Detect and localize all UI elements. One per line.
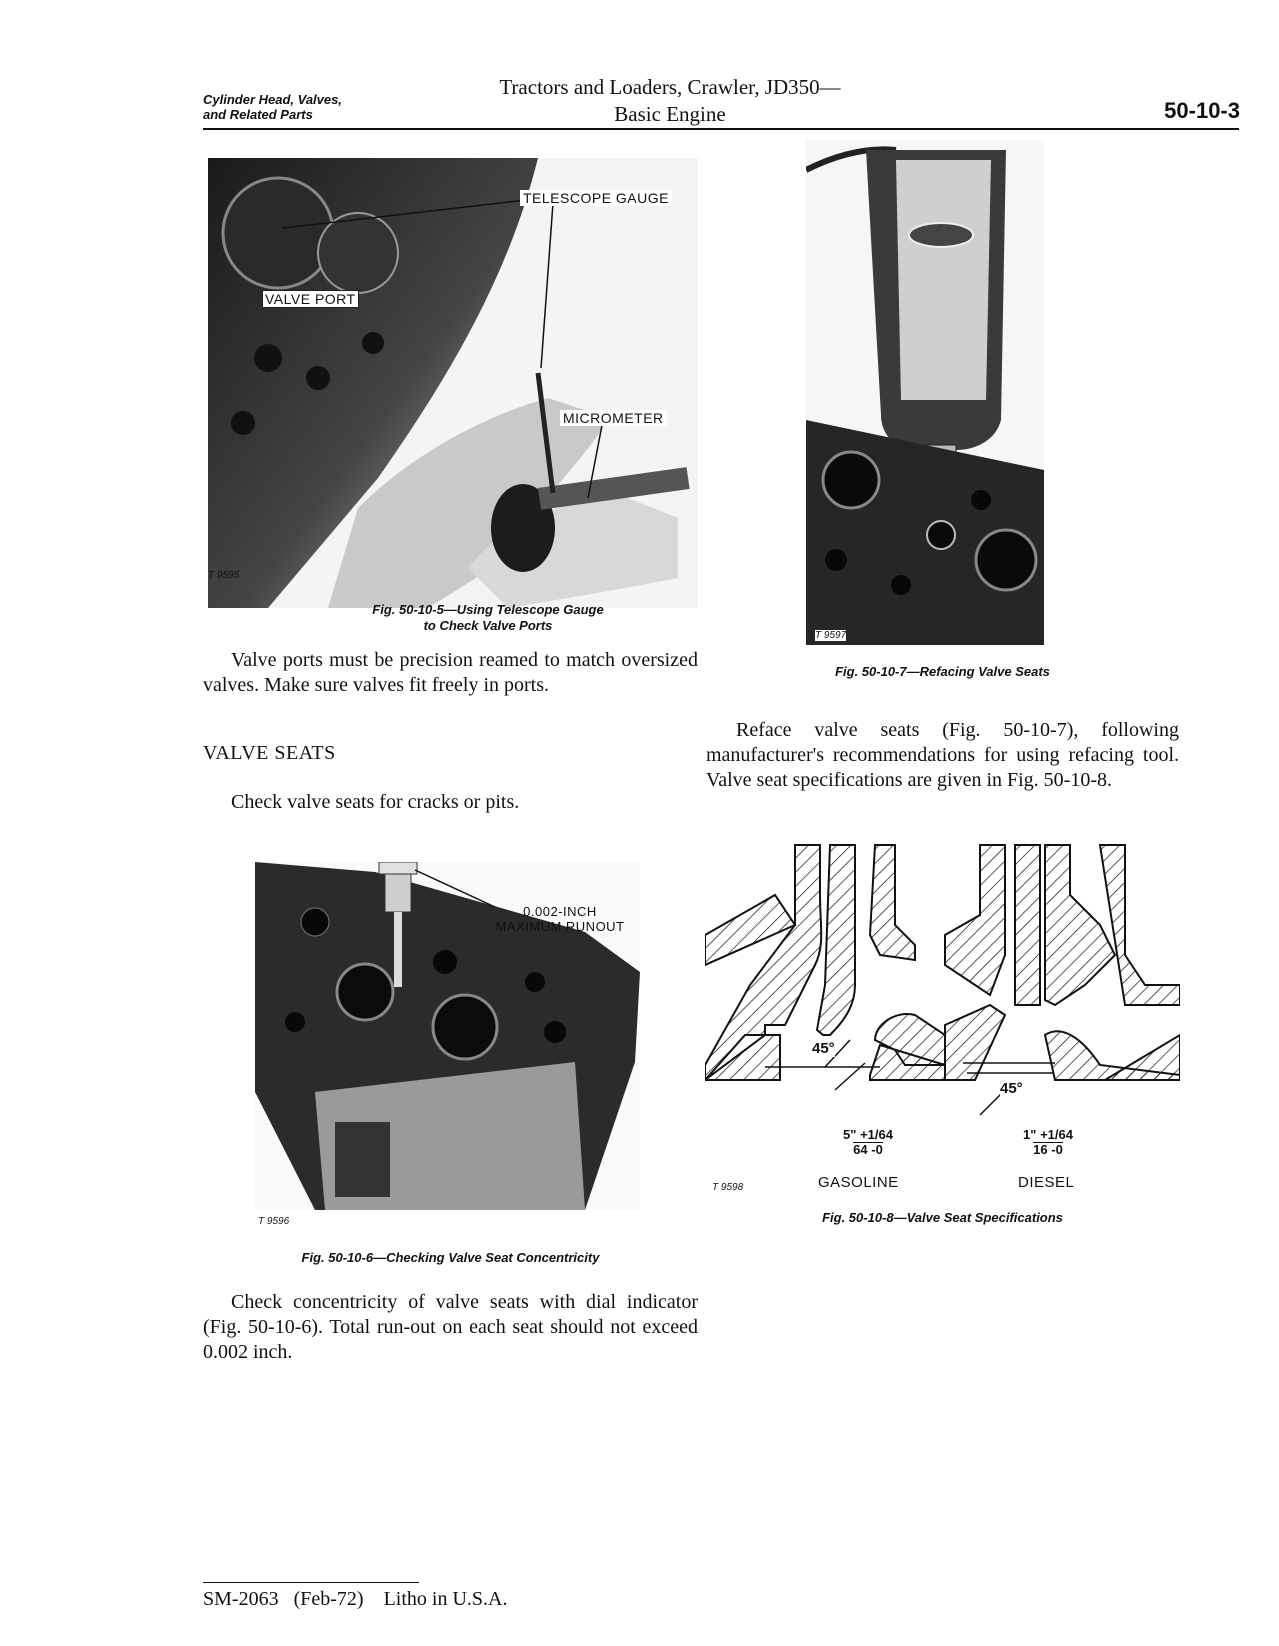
footer: SM-2063 (Feb-72) Litho in U.S.A. [203,1588,507,1611]
angle-gasoline: 45° [812,1040,835,1057]
dim-diesel-num: 1" [1023,1127,1037,1142]
fig8-caption: Fig. 50-10-8—Valve Seat Specifications [822,1210,1063,1225]
dim-gasoline-tol-minus: -0 [871,1142,883,1157]
dim-diesel-tol-minus: -0 [1051,1142,1063,1157]
fig7-code: T 9597 [815,630,847,641]
label-gasoline: GASOLINE [818,1174,899,1191]
fig5-code: T 9595 [208,570,240,581]
dim-diesel: 1" +1/64 16 -0 [1018,1128,1078,1157]
fig5-caption-line2: to Check Valve Ports [423,618,553,633]
footer-code: SM-2063 [203,1588,279,1610]
dim-diesel-tol-plus: +1/64 [1040,1127,1073,1142]
fig5-caption-line1: Fig. 50-10-5—Using Telescope Gauge [372,602,604,617]
label-diesel: DIESEL [1018,1174,1075,1191]
label-telescope-gauge: TELESCOPE GAUGE [520,190,672,206]
label-max-runout: 0.002-INCH MAXIMUM RUNOUT [480,904,640,934]
fig-valve-seat-diagram [702,835,1181,1125]
gasoline-section [702,844,946,1083]
page-title-line2: Basic Engine [614,102,726,126]
fig-refacing-photo [806,140,1044,645]
para-reface: Reface valve seats (Fig. 50-10-7), follo… [706,719,1179,791]
para-valve-ports: Valve ports must be precision reamed to … [203,649,698,696]
heading-valve-seats: VALVE SEATS [203,742,336,764]
dim-diesel-den: 16 [1033,1142,1048,1157]
header-rule [203,128,1239,130]
label-micrometer: MICROMETER [560,410,667,426]
label-max-runout-line1: 0.002-INCH [523,904,597,919]
label-max-runout-line2: MAXIMUM RUNOUT [495,919,625,934]
fig-concentricity-photo [255,862,640,1210]
page-title-line1: Tractors and Loaders, Crawler, JD350— [499,75,841,99]
label-valve-port: VALVE PORT [262,290,359,308]
para-concentricity: Check concentricity of valve seats with … [203,1291,698,1363]
section-title-line1: Cylinder Head, Valves, [203,92,342,107]
fig5-caption: Fig. 50-10-5—Using Telescope Gauge to Ch… [208,602,768,634]
dim-gasoline-tol-plus: +1/64 [860,1127,893,1142]
angle-diesel: 45° [1000,1080,1023,1097]
footer-date: (Feb-72) [293,1588,364,1610]
fig6-code: T 9596 [258,1216,290,1227]
dim-gasoline-den: 64 [853,1142,868,1157]
fig-telescope-gauge-photo [208,158,698,608]
page-title: Tractors and Loaders, Crawler, JD350— Ba… [440,74,900,128]
footer-litho: Litho in U.S.A. [383,1588,508,1610]
section-title-line2: and Related Parts [203,107,313,122]
dim-gasoline: 5" +1/64 64 -0 [838,1128,898,1157]
section-title: Cylinder Head, Valves, and Related Parts [203,92,403,122]
diesel-section [944,844,1181,1081]
dim-gasoline-num: 5" [843,1127,857,1142]
fig6-caption: Fig. 50-10-6—Checking Valve Seat Concent… [301,1250,600,1265]
fig8-code: T 9598 [712,1182,744,1193]
page-number: 50-10-3 [1164,98,1240,123]
footer-rule [203,1582,419,1583]
para-check-seats: Check valve seats for cracks or pits. [231,791,520,813]
fig7-caption: Fig. 50-10-7—Refacing Valve Seats [835,664,1050,679]
